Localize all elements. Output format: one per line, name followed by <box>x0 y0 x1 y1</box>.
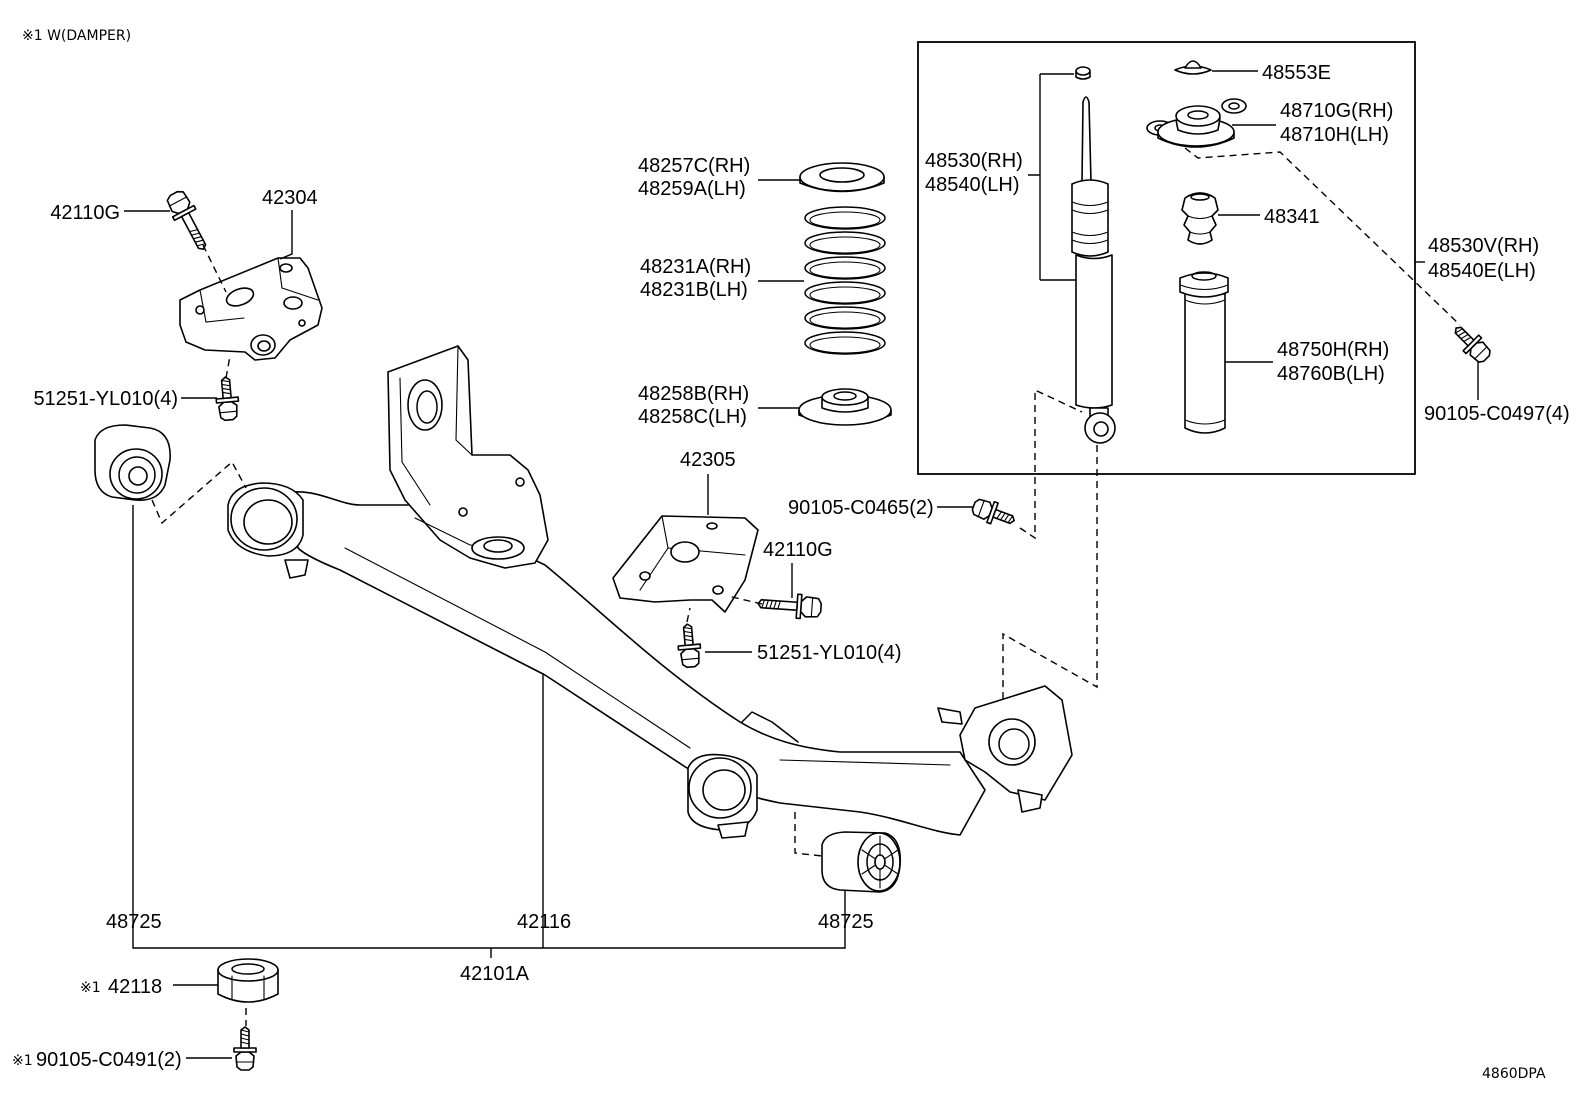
callout-48258c-lh[interactable]: 48258C(LH) <box>638 406 747 428</box>
bump-stopper-48341 <box>1181 192 1219 245</box>
left-bushing-eye <box>227 482 309 579</box>
callout-42305[interactable]: 42305 <box>680 449 736 471</box>
callout-51251-left[interactable]: 51251-YL010(4) <box>33 388 178 410</box>
bushing-48725-right <box>821 831 902 893</box>
bolt-51251-left <box>213 375 241 422</box>
callout-42110g-left[interactable]: 42110G <box>50 202 120 224</box>
callout-48530-rh[interactable]: 48530(RH) <box>925 150 1023 172</box>
callout-48231b-lh[interactable]: 48231B(LH) <box>640 279 748 301</box>
callout-42116[interactable]: 42116 <box>517 911 571 933</box>
callout-90105-c0497[interactable]: 90105-C0497(4) <box>1424 403 1570 425</box>
shock-mount-bracket <box>937 685 1073 813</box>
callout-48725-right[interactable]: 48725 <box>818 911 874 933</box>
callout-48540e-lh[interactable]: 48540E(LH) <box>1428 260 1536 282</box>
callout-48530v-rh[interactable]: 48530V(RH) <box>1428 235 1539 257</box>
shock-upper-body <box>1071 179 1109 257</box>
bolt-90105-c0491 <box>233 1026 257 1071</box>
callout-42118-mark: ※1 <box>80 980 101 996</box>
callout-42101a[interactable]: 42101A <box>460 963 530 985</box>
upper-spring-seat <box>799 162 885 193</box>
dust-cover-48750h <box>1179 271 1229 434</box>
callout-51251-mid[interactable]: 51251-YL010(4) <box>757 642 902 664</box>
callout-48257c-rh[interactable]: 48257C(RH) <box>638 155 750 177</box>
callout-48553e[interactable]: 48553E <box>1262 62 1331 84</box>
upper-support-48710g <box>1146 98 1247 148</box>
callout-42118[interactable]: 42118 <box>108 976 162 998</box>
callout-48750h-rh[interactable]: 48750H(RH) <box>1277 339 1389 361</box>
bolt-90105-c0497 <box>1447 319 1496 368</box>
callout-90105-c0465[interactable]: 90105-C0465(2) <box>788 497 934 519</box>
cushion-cap-48553e <box>1174 60 1212 75</box>
bracket-42305 <box>612 515 759 613</box>
callout-48231a-rh[interactable]: 48231A(RH) <box>640 256 751 278</box>
shock-piston-rod <box>1081 96 1092 183</box>
rear-axle-beam-42116 <box>227 345 1073 839</box>
shock-absorber-assembly-frame <box>917 41 1416 475</box>
callout-48760b-lh[interactable]: 48760B(LH) <box>1277 363 1385 385</box>
leader-lines <box>124 70 1479 1059</box>
shock-absorber <box>1071 66 1116 444</box>
bracket-42304 <box>179 257 323 361</box>
callout-48710h-lh[interactable]: 48710H(LH) <box>1280 124 1389 146</box>
coil-spring <box>804 206 886 355</box>
lower-spring-seat <box>798 388 892 426</box>
assembly-dashed-lines <box>151 147 1461 1026</box>
damper-variant-note: ※1 W(DAMPER) <box>22 28 131 44</box>
bolt-42110g-mid <box>756 590 823 621</box>
callout-48710g-rh[interactable]: 48710G(RH) <box>1280 100 1393 122</box>
spring-seat-tower <box>387 345 549 569</box>
shock-lower-body <box>1075 254 1113 409</box>
callout-48258b-rh[interactable]: 48258B(RH) <box>638 383 749 405</box>
callout-90105-c0491-mark: ※1 <box>12 1053 33 1069</box>
callout-48540-lh[interactable]: 48540(LH) <box>925 174 1020 196</box>
callout-48341[interactable]: 48341 <box>1264 206 1320 228</box>
callout-48259a-lh[interactable]: 48259A(LH) <box>638 178 746 200</box>
bushing-48725-left <box>94 424 171 502</box>
callout-90105-c0491[interactable]: 90105-C0491(2) <box>36 1049 182 1071</box>
callout-42110g-mid[interactable]: 42110G <box>763 539 833 561</box>
right-bushing-eye <box>687 753 758 839</box>
callout-42304[interactable]: 42304 <box>262 187 318 209</box>
bolt-90105-c0465 <box>969 494 1019 532</box>
bolt-42110g-left <box>162 187 215 256</box>
callout-48725-left[interactable]: 48725 <box>106 911 162 933</box>
dynamic-damper-42118 <box>217 958 279 1003</box>
diagram-code: 4860DPA <box>1482 1066 1546 1082</box>
bolt-51251-mid <box>675 622 703 669</box>
